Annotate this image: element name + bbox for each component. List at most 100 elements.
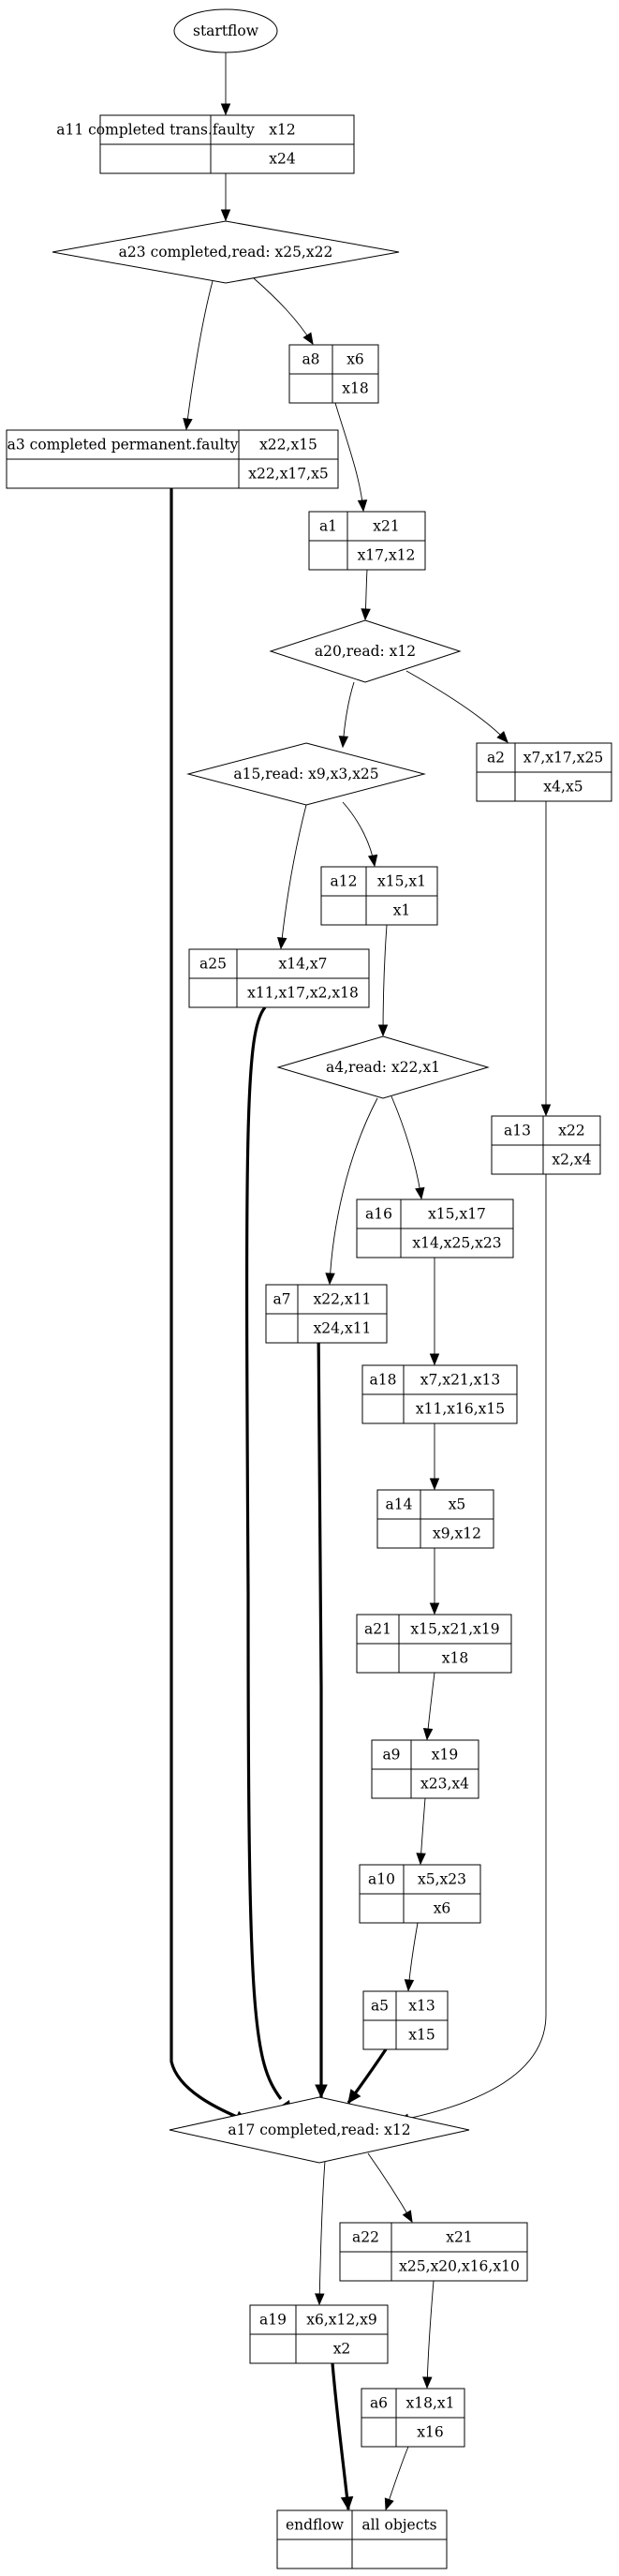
arrowhead <box>496 730 508 743</box>
record-name: a18 <box>370 1372 397 1389</box>
edge-a4-a7 <box>325 1097 378 1286</box>
edge-a18-a14 <box>429 1422 440 1491</box>
edge-line <box>317 1322 323 2097</box>
record-write-set: x18 <box>442 1650 468 1667</box>
record-read-set: x22 <box>558 1123 584 1139</box>
node-startflow: startflow <box>173 8 278 53</box>
edge-a15-a25 <box>277 804 307 950</box>
edge-a5-a17 <box>346 2048 388 2104</box>
decision-label: a23 completed,read: x25,x22 <box>119 244 333 261</box>
record-read-set: x7,x17,x25 <box>523 750 603 767</box>
edge-line <box>331 2362 350 2510</box>
arrowhead <box>338 736 349 749</box>
record-write-set: x1 <box>393 902 411 919</box>
record-name: a3 completed permanent.faulty <box>7 437 239 454</box>
record-write-set: x24 <box>269 151 296 168</box>
edge-line <box>405 670 508 743</box>
arrowhead <box>402 2210 413 2224</box>
edge-a8-a1 <box>334 402 368 513</box>
arrowhead <box>422 1728 434 1741</box>
arrowhead <box>357 499 368 513</box>
node-a23: a23 completed,read: x25,x22 <box>52 220 400 284</box>
record-write-set: x9,x12 <box>433 1526 481 1542</box>
record-name: a6 <box>370 2395 388 2412</box>
record-name: a1 <box>319 518 337 535</box>
edge-line <box>280 804 307 949</box>
edge-a11-a23 <box>220 173 231 222</box>
decision-outline <box>52 220 400 284</box>
node-a17: a17 completed,read: x12 <box>169 2096 470 2164</box>
arrowhead <box>183 417 193 431</box>
edge-a20-a15 <box>338 681 355 749</box>
record-read-set: x12 <box>269 122 295 139</box>
edge-a15-a12 <box>342 801 378 868</box>
arrowhead <box>361 608 371 621</box>
decision-outline <box>169 2096 470 2164</box>
arrowhead <box>416 1853 426 1866</box>
edge-a7-a17 <box>315 1322 328 2099</box>
record-read-set: x13 <box>408 1998 435 2015</box>
edge-a10-a5 <box>404 1922 419 1992</box>
record-read-set: x19 <box>432 1747 458 1764</box>
record-name: a19 <box>259 2312 287 2329</box>
arrowhead <box>325 1273 335 1286</box>
record-read-set: x22,x11 <box>314 1291 372 1308</box>
decision-label: a20,read: x12 <box>315 643 416 660</box>
edge-line <box>253 277 314 345</box>
node-a15: a15,read: x9,x3,x25 <box>186 742 426 806</box>
arrowhead <box>429 1602 440 1616</box>
decision-outline <box>269 619 462 683</box>
record-write-set: x2 <box>333 2341 351 2358</box>
node-a4: a4,read: x22,x1 <box>276 1035 490 1099</box>
edge-a17-a19 <box>315 2160 326 2306</box>
arrowhead <box>347 2089 361 2104</box>
record-write-set: x18 <box>342 380 368 397</box>
record-name: a10 <box>368 1871 395 1888</box>
record-write-set: x22,x17,x5 <box>248 466 328 483</box>
edge-a23-a8 <box>253 277 314 346</box>
record-write-set: x23,x4 <box>420 1776 469 1793</box>
record-read-set: x6 <box>346 351 364 368</box>
record-write-set: x17,x12 <box>358 547 416 564</box>
edge-a4-a16 <box>391 1095 425 1200</box>
edge-a21-a9 <box>422 1672 435 1741</box>
edge-a17-a22 <box>367 2152 413 2224</box>
record-name: a14 <box>386 1496 413 1513</box>
edge-a19-endflow <box>331 2362 354 2511</box>
arrowhead <box>377 1024 389 1037</box>
edge-line <box>382 924 388 1036</box>
decision-label: a15,read: x9,x3,x25 <box>233 766 378 782</box>
record-name: a16 <box>365 1206 392 1223</box>
edge-a14-a21 <box>429 1547 440 1616</box>
arrowhead <box>277 937 287 950</box>
node-a20: a20,read: x12 <box>269 619 462 683</box>
arrowhead <box>384 2497 394 2511</box>
arrowhead <box>315 2293 325 2306</box>
arrowhead <box>404 1979 415 1992</box>
record-read-set: x15,x17 <box>428 1206 486 1223</box>
record-write-set: x25,x20,x16,x10 <box>399 2258 520 2275</box>
record-read-set: all objects <box>361 2517 436 2534</box>
record-read-set: x7,x21,x13 <box>420 1372 500 1389</box>
edge-line <box>397 1174 547 2122</box>
arrowhead <box>422 2376 433 2390</box>
edge-startflow-a11 <box>220 52 231 116</box>
decision-outline <box>276 1035 490 1099</box>
arrowhead <box>315 2084 328 2099</box>
arrowhead <box>220 209 231 222</box>
edge-line <box>334 402 364 512</box>
record-write-set: x4,x5 <box>543 779 582 796</box>
record-name: a5 <box>371 1998 389 2015</box>
edge-a16-a18 <box>429 1257 440 1366</box>
